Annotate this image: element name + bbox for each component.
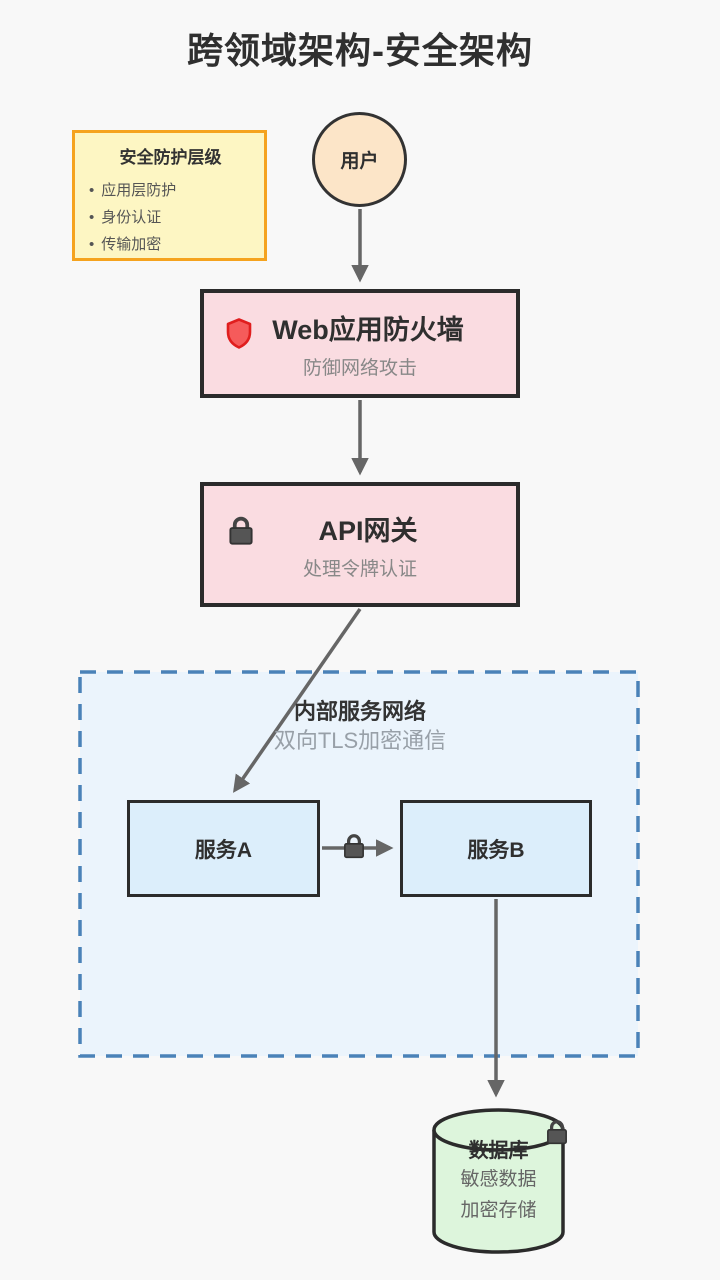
gateway-subtitle: 处理令牌认证 — [302, 558, 417, 580]
service-a-label: 服务A — [194, 838, 253, 862]
lock-icon — [341, 832, 367, 865]
note-title: 安全防护层级 — [119, 148, 222, 167]
note-item: 身份认证 — [89, 204, 252, 231]
note-item: 传输加密 — [89, 231, 252, 258]
gateway-title: API网关 — [318, 515, 418, 546]
waf-title: Web应用防火墙 — [272, 314, 464, 345]
service-b-label: 服务B — [467, 838, 525, 862]
user-label: 用户 — [340, 151, 379, 172]
waf-subtitle: 防御网络攻击 — [302, 357, 417, 379]
security-levels-note: 安全防护层级 应用层防护 身份认证 传输加密 — [72, 130, 267, 261]
edge-gateway-service-a — [233, 608, 362, 793]
shield-icon — [224, 317, 254, 355]
database-line1: 敏感数据 — [460, 1169, 537, 1190]
lock-icon — [226, 514, 256, 552]
database-node: 数据库 敏感数据 加密存储 — [430, 1108, 567, 1256]
zone-title: 内部服务网络 — [293, 699, 426, 724]
lock-icon — [544, 1118, 570, 1151]
user-node: 用户 — [312, 112, 407, 207]
note-list: 应用层防护 身份认证 传输加密 — [89, 177, 252, 258]
zone-subtitle: 双向TLS加密通信 — [273, 728, 447, 753]
note-item: 应用层防护 — [89, 177, 252, 204]
waf-node: Web应用防火墙 防御网络攻击 — [200, 289, 520, 398]
database-title: 数据库 — [468, 1140, 529, 1162]
database-line2: 加密存储 — [460, 1200, 537, 1221]
api-gateway-node: API网关 处理令牌认证 — [200, 482, 520, 607]
service-b-node: 服务B — [400, 800, 592, 897]
service-a-node: 服务A — [127, 800, 320, 897]
diagram-title: 跨领域架构-安全架构 — [187, 30, 533, 71]
